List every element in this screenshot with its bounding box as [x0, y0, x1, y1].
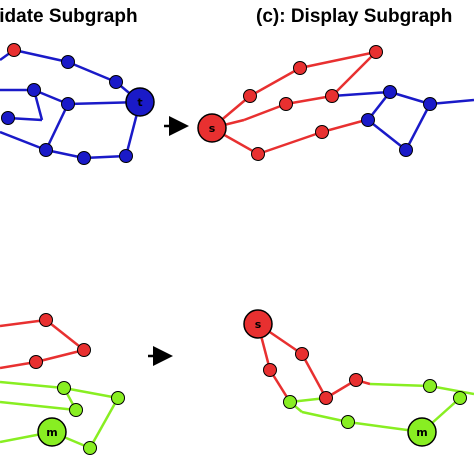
node [361, 113, 375, 127]
node-t-label: t [137, 96, 142, 109]
edge [331, 90, 391, 98]
bottom-right-green-edges [289, 382, 474, 434]
node [399, 143, 413, 157]
node [251, 147, 265, 161]
edge [285, 94, 333, 106]
node-m-right-label: m [416, 426, 427, 439]
panel-title-left: lidate Subgraph [0, 6, 138, 27]
edge [301, 410, 349, 424]
top-right-graph: s [197, 45, 474, 161]
edge [300, 353, 328, 399]
edge [367, 119, 407, 151]
edge [321, 118, 367, 134]
node [283, 395, 297, 409]
node [39, 313, 53, 327]
node-red [7, 43, 21, 57]
edge [331, 51, 377, 97]
node [423, 97, 437, 111]
node [369, 45, 383, 59]
top-right-red-edges [211, 50, 377, 156]
node-s-top-label: s [209, 122, 216, 135]
node [293, 61, 307, 75]
node [263, 363, 277, 377]
bottom-right-red-nodes [263, 347, 363, 405]
node [39, 143, 53, 157]
top-right-blue-nodes [361, 85, 437, 157]
edge [83, 154, 127, 160]
node [341, 415, 355, 429]
edge [249, 66, 301, 98]
node [61, 55, 75, 69]
edge [0, 130, 47, 152]
edge [369, 382, 431, 388]
bottom-left-red-nodes [29, 313, 91, 369]
edge [404, 103, 432, 151]
node [109, 75, 123, 89]
node [69, 403, 83, 417]
node [77, 343, 91, 357]
top-left-nodes [1, 55, 133, 165]
node [325, 89, 339, 103]
bottom-right-red-edges [256, 322, 371, 403]
node [423, 379, 437, 393]
node [119, 149, 133, 163]
edge [88, 397, 120, 449]
bottom-right-graph: s m [243, 309, 474, 447]
edge [0, 318, 47, 328]
edge [0, 400, 77, 412]
node-s-bottom-label: s [255, 318, 262, 331]
node [61, 97, 75, 111]
node [1, 111, 15, 125]
top-right-blue-edges [331, 90, 474, 151]
edge [44, 103, 70, 151]
top-right-red-nodes [243, 45, 383, 161]
node [453, 391, 467, 405]
panel-title-right: (c): Display Subgraph [256, 6, 453, 27]
bottom-left-green-nodes [57, 381, 125, 455]
edge [243, 102, 287, 122]
edge [429, 384, 474, 396]
node [57, 381, 71, 395]
edge [45, 319, 85, 351]
bottom-right-green-nodes [283, 379, 467, 429]
node-s-top [197, 113, 227, 143]
edge [0, 380, 65, 390]
edge [35, 348, 85, 364]
node [279, 97, 293, 111]
node [83, 441, 97, 455]
node-m-left [37, 417, 67, 447]
node [349, 373, 363, 387]
edge [299, 50, 377, 70]
edge [257, 130, 323, 156]
node [111, 391, 125, 405]
node-s-bottom [243, 309, 273, 339]
node-m-left-label: m [46, 426, 57, 439]
node [243, 89, 257, 103]
node [383, 85, 397, 99]
node [315, 125, 329, 139]
node [295, 347, 309, 361]
node [29, 355, 43, 369]
edge [67, 60, 117, 84]
edge [429, 98, 474, 106]
node [27, 83, 41, 97]
node-m-right [407, 417, 437, 447]
top-left-graph: t [0, 43, 155, 165]
edge [13, 48, 69, 64]
node [77, 151, 91, 165]
node [319, 391, 333, 405]
bottom-left-graph: m [0, 313, 125, 455]
node-t [125, 87, 155, 117]
edge [63, 386, 119, 400]
